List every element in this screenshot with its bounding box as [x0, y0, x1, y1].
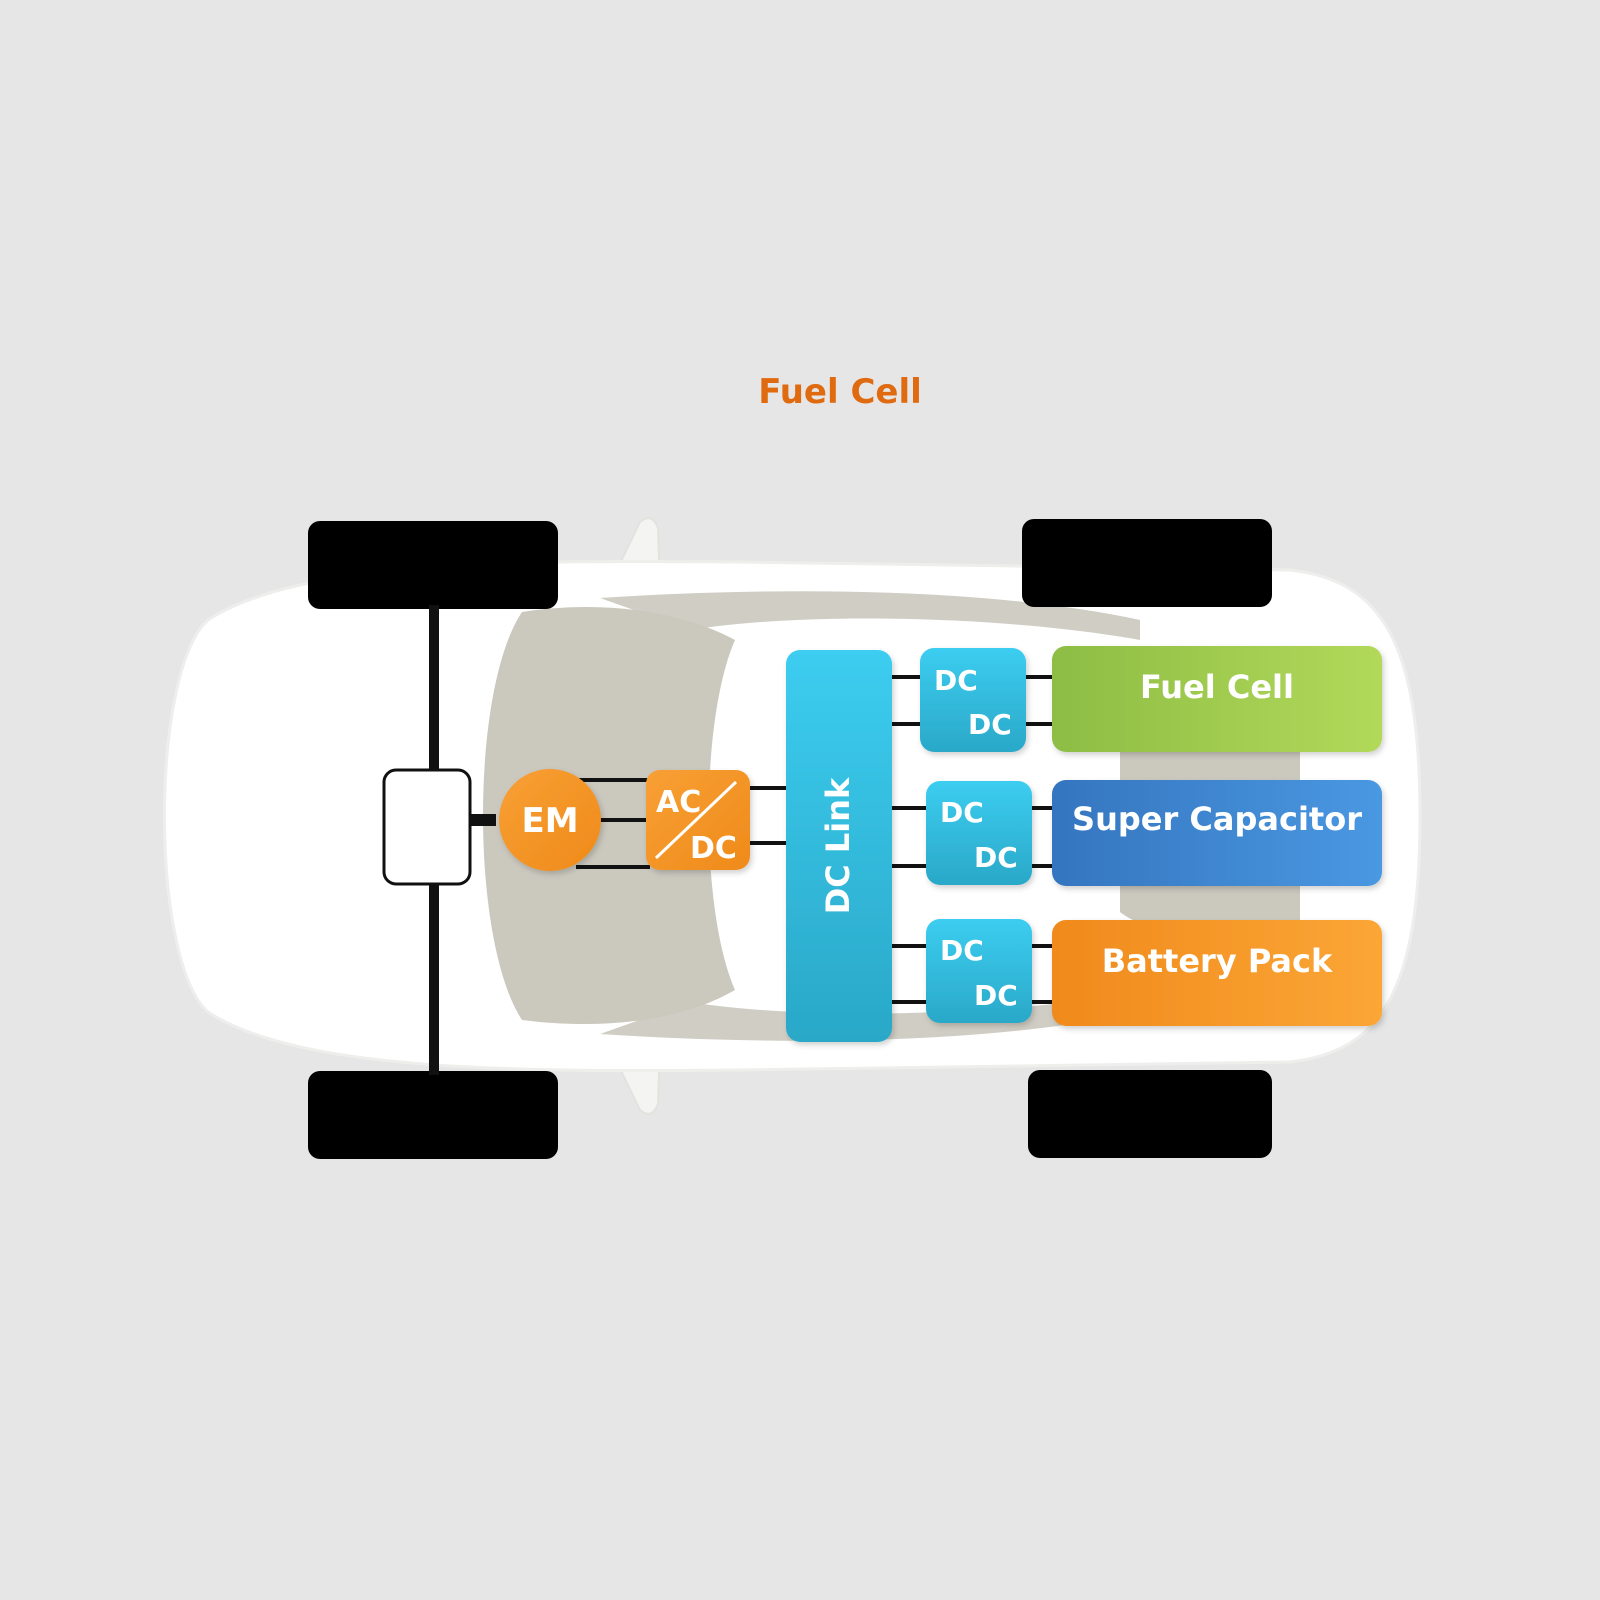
- converter-2-top: DC: [940, 796, 984, 829]
- wires: [576, 675, 1054, 1004]
- dc-dc-converter-3: DC DC: [926, 919, 1032, 1023]
- ac-dc-inverter: AC DC: [646, 770, 750, 870]
- fuel-cell-block: Fuel Cell: [1052, 646, 1382, 752]
- wheel-front-right: [308, 1071, 558, 1159]
- car-glass: [483, 591, 1300, 1041]
- electric-motor: EM: [499, 769, 601, 871]
- motor-label: EM: [521, 801, 578, 841]
- dc-dc-converter-1: DC DC: [920, 648, 1026, 752]
- gearbox: [382, 768, 472, 886]
- wheel-rear-left: [1022, 519, 1272, 607]
- wheel-rear-right: [1028, 1070, 1272, 1158]
- fuel-cell-label: Fuel Cell: [1140, 668, 1294, 706]
- front-axle: [382, 605, 496, 1075]
- page-title: Fuel Cell: [758, 372, 922, 412]
- converter-3-top: DC: [940, 934, 984, 967]
- inverter-label-bottom: DC: [690, 831, 737, 866]
- super-capacitor-label: Super Capacitor: [1072, 800, 1362, 838]
- wheel-front-left: [308, 521, 558, 609]
- wheels: [308, 519, 1272, 1159]
- super-capacitor-block: Super Capacitor: [1052, 780, 1382, 886]
- battery-pack-label: Battery Pack: [1102, 942, 1333, 980]
- battery-pack-block: Battery Pack: [1052, 920, 1382, 1026]
- dc-dc-converter-2: DC DC: [926, 781, 1032, 885]
- converter-1-bottom: DC: [968, 708, 1012, 741]
- inverter-label-top: AC: [656, 785, 701, 820]
- dc-link-label: DC Link: [819, 777, 857, 914]
- converter-1-top: DC: [934, 664, 978, 697]
- converter-2-bottom: DC: [974, 841, 1018, 874]
- dc-link: DC Link: [786, 650, 892, 1042]
- converter-3-bottom: DC: [974, 979, 1018, 1012]
